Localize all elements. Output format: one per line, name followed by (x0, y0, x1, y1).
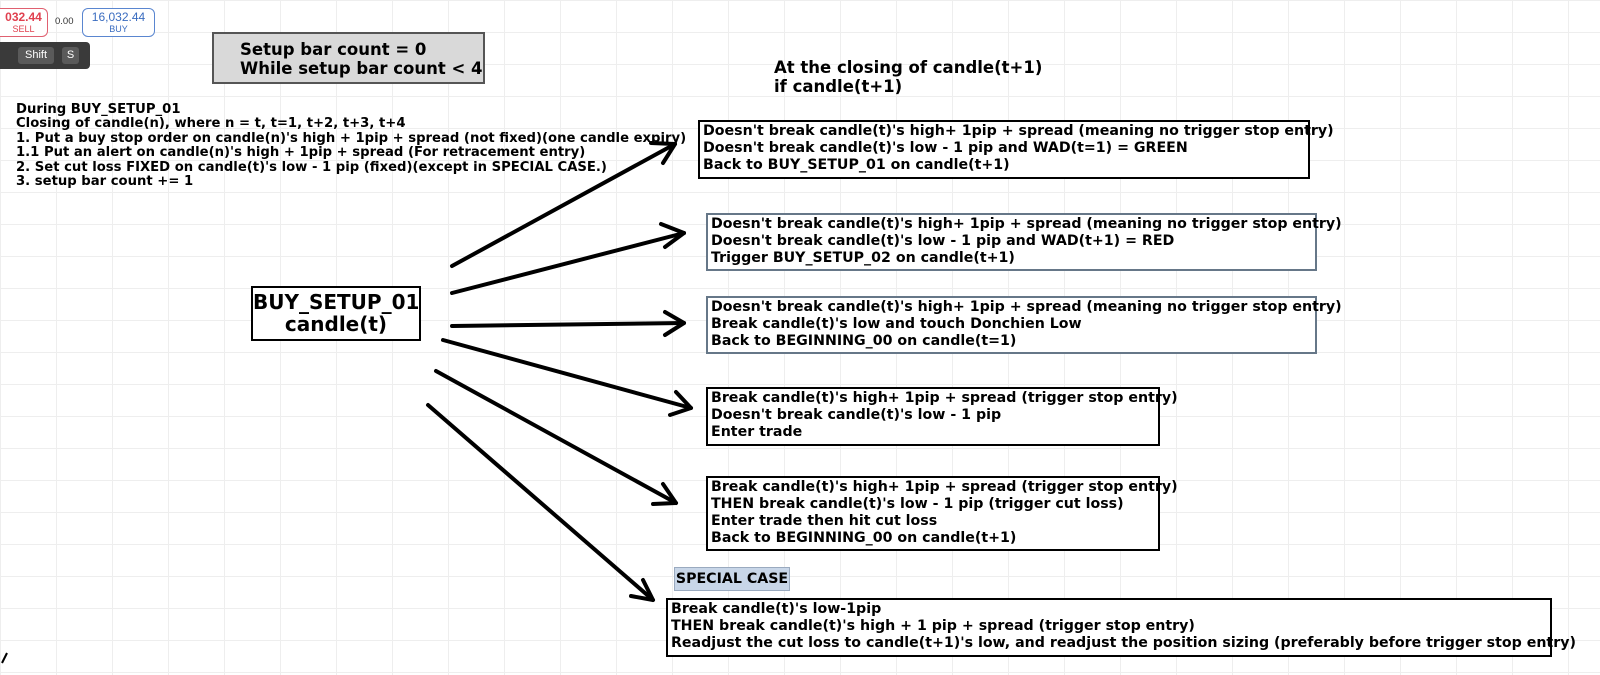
notes-line: 2. Set cut loss FIXED on candle(t)'s low… (16, 159, 607, 175)
outcome-box-5: Break candle(t)'s high+ 1pip + spread (t… (706, 476, 1178, 551)
notes-line: 1.1 Put an alert on candle(n)'s high + 1… (16, 145, 586, 161)
arrow-to-outcome-1 (450, 141, 677, 268)
outcome-line: Break candle(t)'s low and touch Donchien… (711, 316, 1082, 332)
setup-line: While setup bar count < 4 (240, 59, 483, 78)
outcome-box-3: Doesn't break candle(t)'s high+ 1pip + s… (706, 296, 1342, 354)
outcome-line: Break candle(t)'s high+ 1pip + spread (t… (711, 479, 1178, 495)
outcome-line: THEN break candle(t)'s high + 1 pip + sp… (671, 618, 1195, 634)
outcome-box-1: Doesn't break candle(t)'s high+ 1pip + s… (698, 120, 1334, 179)
notes-line: 3. setup bar count += 1 (16, 174, 194, 190)
closing-line: At the closing of candle(t+1) (774, 58, 1043, 77)
outcome-line: Doesn't break candle(t)'s low - 1 pip (711, 407, 1002, 423)
notes-line: 1. Put a buy stop order on candle(n)'s h… (16, 130, 687, 146)
buy-price: 16,032.44 (91, 10, 146, 24)
outcome-line: Break candle(t)'s low-1pip (671, 601, 882, 617)
outcome-line: Doesn't break candle(t)'s high+ 1pip + s… (711, 299, 1342, 315)
outcome-line: Enter trade then hit cut loss (711, 513, 938, 529)
setup-bar-count-box: Setup bar count = 0 While setup bar coun… (212, 32, 485, 84)
buy-setup-01-node: BUY_SETUP_01 candle(t) (251, 286, 421, 341)
outcome-line: Doesn't break candle(t)'s high+ 1pip + s… (703, 123, 1334, 139)
outcome-line: THEN break candle(t)'s low - 1 pip (trig… (711, 496, 1124, 512)
arrow-to-outcome-4 (441, 338, 693, 417)
special-case-box: Break candle(t)'s low-1pip THEN break ca… (666, 598, 1576, 657)
outcome-line: Back to BEGINNING_00 on candle(t+1) (711, 530, 1017, 546)
outcome-line: Trigger BUY_SETUP_02 on candle(t+1) (711, 250, 1015, 266)
sell-button[interactable]: 032.44 SELL (0, 8, 48, 37)
setup-line: Setup bar count = 0 (240, 40, 427, 59)
sell-price: 032.44 (5, 10, 42, 24)
main-node-line: candle(t) (284, 312, 388, 336)
s-key[interactable]: S (62, 47, 79, 64)
outcome-line: Readjust the cut loss to candle(t+1)'s l… (671, 635, 1576, 651)
arrow-to-special-case (426, 403, 655, 602)
buy-label: BUY (109, 24, 128, 34)
closing-condition-header: At the closing of candle(t+1) if candle(… (774, 58, 1042, 96)
special-case-label: SPECIAL CASE (674, 567, 790, 591)
sell-label: SELL (12, 24, 35, 34)
outcome-line: Doesn't break candle(t)'s high+ 1pip + s… (711, 216, 1342, 232)
keyboard-shortcut-bar: Shift S (0, 42, 90, 69)
outcome-line: Back to BEGINNING_00 on candle(t=1) (711, 333, 1017, 349)
notes-line: During BUY_SETUP_01 (16, 102, 181, 117)
outcome-line: Break candle(t)'s high+ 1pip + spread (t… (711, 390, 1178, 406)
main-node-line: BUY_SETUP_01 (253, 290, 420, 314)
arrow-to-outcome-2 (450, 222, 686, 295)
arrow-to-outcome-5 (434, 369, 678, 506)
outcome-box-4: Break candle(t)'s high+ 1pip + spread (t… (706, 387, 1178, 446)
closing-line: if candle(t+1) (774, 77, 903, 96)
shift-key[interactable]: Shift (18, 47, 54, 64)
buy-button[interactable]: 16,032.44 BUY (82, 8, 155, 37)
spread-value: 0.00 (55, 16, 74, 27)
arrow-to-outcome-3 (450, 310, 686, 337)
outcome-line: Back to BUY_SETUP_01 on candle(t+1) (703, 157, 1010, 173)
outcome-box-2: Doesn't break candle(t)'s high+ 1pip + s… (706, 213, 1342, 271)
corner-mark-icon (1, 652, 8, 664)
notes-line: Closing of candle(n), where n = t, t=1, … (16, 116, 406, 132)
outcome-line: Enter trade (711, 424, 803, 440)
outcome-line: Doesn't break candle(t)'s low - 1 pip an… (711, 233, 1175, 249)
outcome-line: Doesn't break candle(t)'s low - 1 pip an… (703, 140, 1188, 156)
buy-setup-notes: During BUY_SETUP_01 Closing of candle(n)… (16, 102, 687, 190)
